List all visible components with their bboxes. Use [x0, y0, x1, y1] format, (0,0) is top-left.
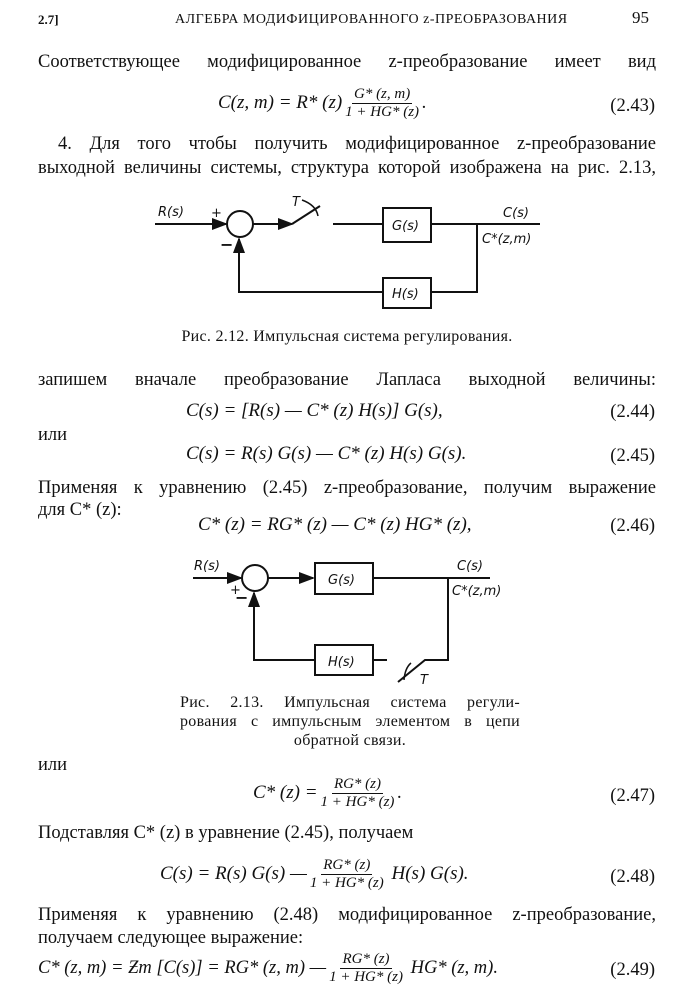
h-block-label: H(s) [328, 655, 355, 670]
minus-sign: − [235, 588, 248, 607]
caption-line: рования с импульсным элементом в цепи [180, 713, 520, 730]
eq-denominator: 1 + HG* (z) [345, 104, 420, 120]
page-number: 95 [632, 8, 649, 27]
equation-2-47: C* (z) = RG* (z)1 + HG* (z). [253, 776, 402, 811]
equation-2-45: C(s) = R(s) G(s) — C* (z) H(s) G(s). [186, 443, 467, 464]
output-label-z: C*(z,m) [452, 584, 501, 599]
sampler-switch [397, 578, 449, 683]
output-label-z: C*(z,m) [482, 232, 531, 247]
eq-lhs: C* (z) = [253, 781, 318, 803]
eq-lhs: C(s) = R(s) G(s) — [160, 862, 307, 884]
input-label: R(s) [158, 205, 184, 220]
eq-tail: . [422, 91, 427, 113]
paragraph: Применяя к уравнению (2.48) модифицирова… [38, 905, 656, 925]
h-block-label: H(s) [392, 287, 419, 302]
eq-lhs: C* (z, m) = Ƶm [C(s)] = RG* (z, m) — [38, 957, 327, 978]
equation-number: (2.43) [610, 96, 655, 116]
equation-2-48: C(s) = R(s) G(s) — RG* (z)1 + HG* (z) H(s… [160, 857, 469, 892]
figure-2-12 [155, 199, 540, 309]
running-header: АЛГЕБРА МОДИФИЦИРОВАННОГО z-ПРЕОБРАЗОВАН… [175, 12, 568, 27]
input-label: R(s) [194, 559, 220, 574]
g-block-label: G(s) [328, 573, 355, 588]
caption-line: Рис. 2.13. Импульсная система регули- [180, 694, 520, 711]
g-block-label: G(s) [392, 219, 419, 234]
summing-junction [226, 210, 254, 238]
eq-lhs: C(z, m) = R* (z) [218, 91, 343, 113]
equation-number: (2.44) [610, 402, 655, 422]
paragraph: Применяя к уравнению (2.45) z-преобразов… [38, 478, 656, 498]
section-number: 2.7] [38, 12, 59, 27]
paragraph: для C* (z): [38, 500, 122, 520]
eq-denominator: 1 + HG* (z) [320, 794, 395, 810]
plus-sign: + [230, 583, 241, 598]
eq-numerator: RG* (z) [321, 857, 373, 875]
output-label: C(s) [503, 206, 529, 221]
eq-numerator: RG* (z) [340, 951, 392, 969]
equation-number: (2.45) [610, 446, 655, 466]
figure-2-13 [193, 562, 490, 683]
eq-numerator: G* (z, m) [351, 86, 413, 104]
eq-tail: . [397, 781, 403, 803]
paragraph: выходной величины системы, структура кот… [38, 158, 656, 178]
minus-sign: − [220, 235, 233, 254]
equation-number: (2.47) [610, 786, 655, 806]
figure-caption: Рис. 2.12. Импульсная система регулирова… [181, 328, 513, 345]
paragraph: получаем следующее выражение: [38, 928, 304, 948]
equation-2-46: C* (z) = RG* (z) — C* (z) HG* (z), [198, 514, 472, 535]
plus-sign: + [211, 206, 222, 221]
equation-number: (2.46) [610, 516, 655, 536]
paragraph: или [38, 755, 68, 775]
equation-2-44: C(s) = [R(s) — C* (z) H(s)] G(s), [186, 400, 443, 421]
figure-caption: Рис. 2.13. Импульсная система регули- ро… [180, 693, 520, 750]
paragraph: Соответствующее модифицированное z-преоб… [38, 52, 656, 72]
equation-number: (2.48) [610, 867, 655, 887]
paragraph: запишем вначале преобразование Лапласа в… [38, 370, 656, 390]
eq-tail: HG* (z, m). [410, 957, 498, 978]
output-label: C(s) [457, 559, 483, 574]
caption-line: обратной связи. [293, 732, 407, 749]
equation-2-49: C* (z, m) = Ƶm [C(s)] = RG* (z, m) — RG* … [38, 951, 498, 986]
paragraph: 4. Для того чтобы получить модифицирован… [58, 134, 656, 154]
sampler-label: T [292, 195, 301, 210]
paragraph: Подставляя C* (z) в уравнение (2.45), по… [38, 823, 414, 843]
sampler-label: T [420, 673, 429, 688]
eq-numerator: RG* (z) [331, 776, 384, 794]
equation-2-43: C(z, m) = R* (z) G* (z, m)1 + HG* (z). [218, 86, 427, 121]
paragraph: или [38, 425, 68, 445]
eq-tail: H(s) G(s). [391, 862, 469, 884]
eq-denominator: 1 + HG* (z) [329, 969, 403, 985]
equation-number: (2.49) [610, 960, 655, 980]
eq-denominator: 1 + HG* (z) [309, 875, 384, 891]
